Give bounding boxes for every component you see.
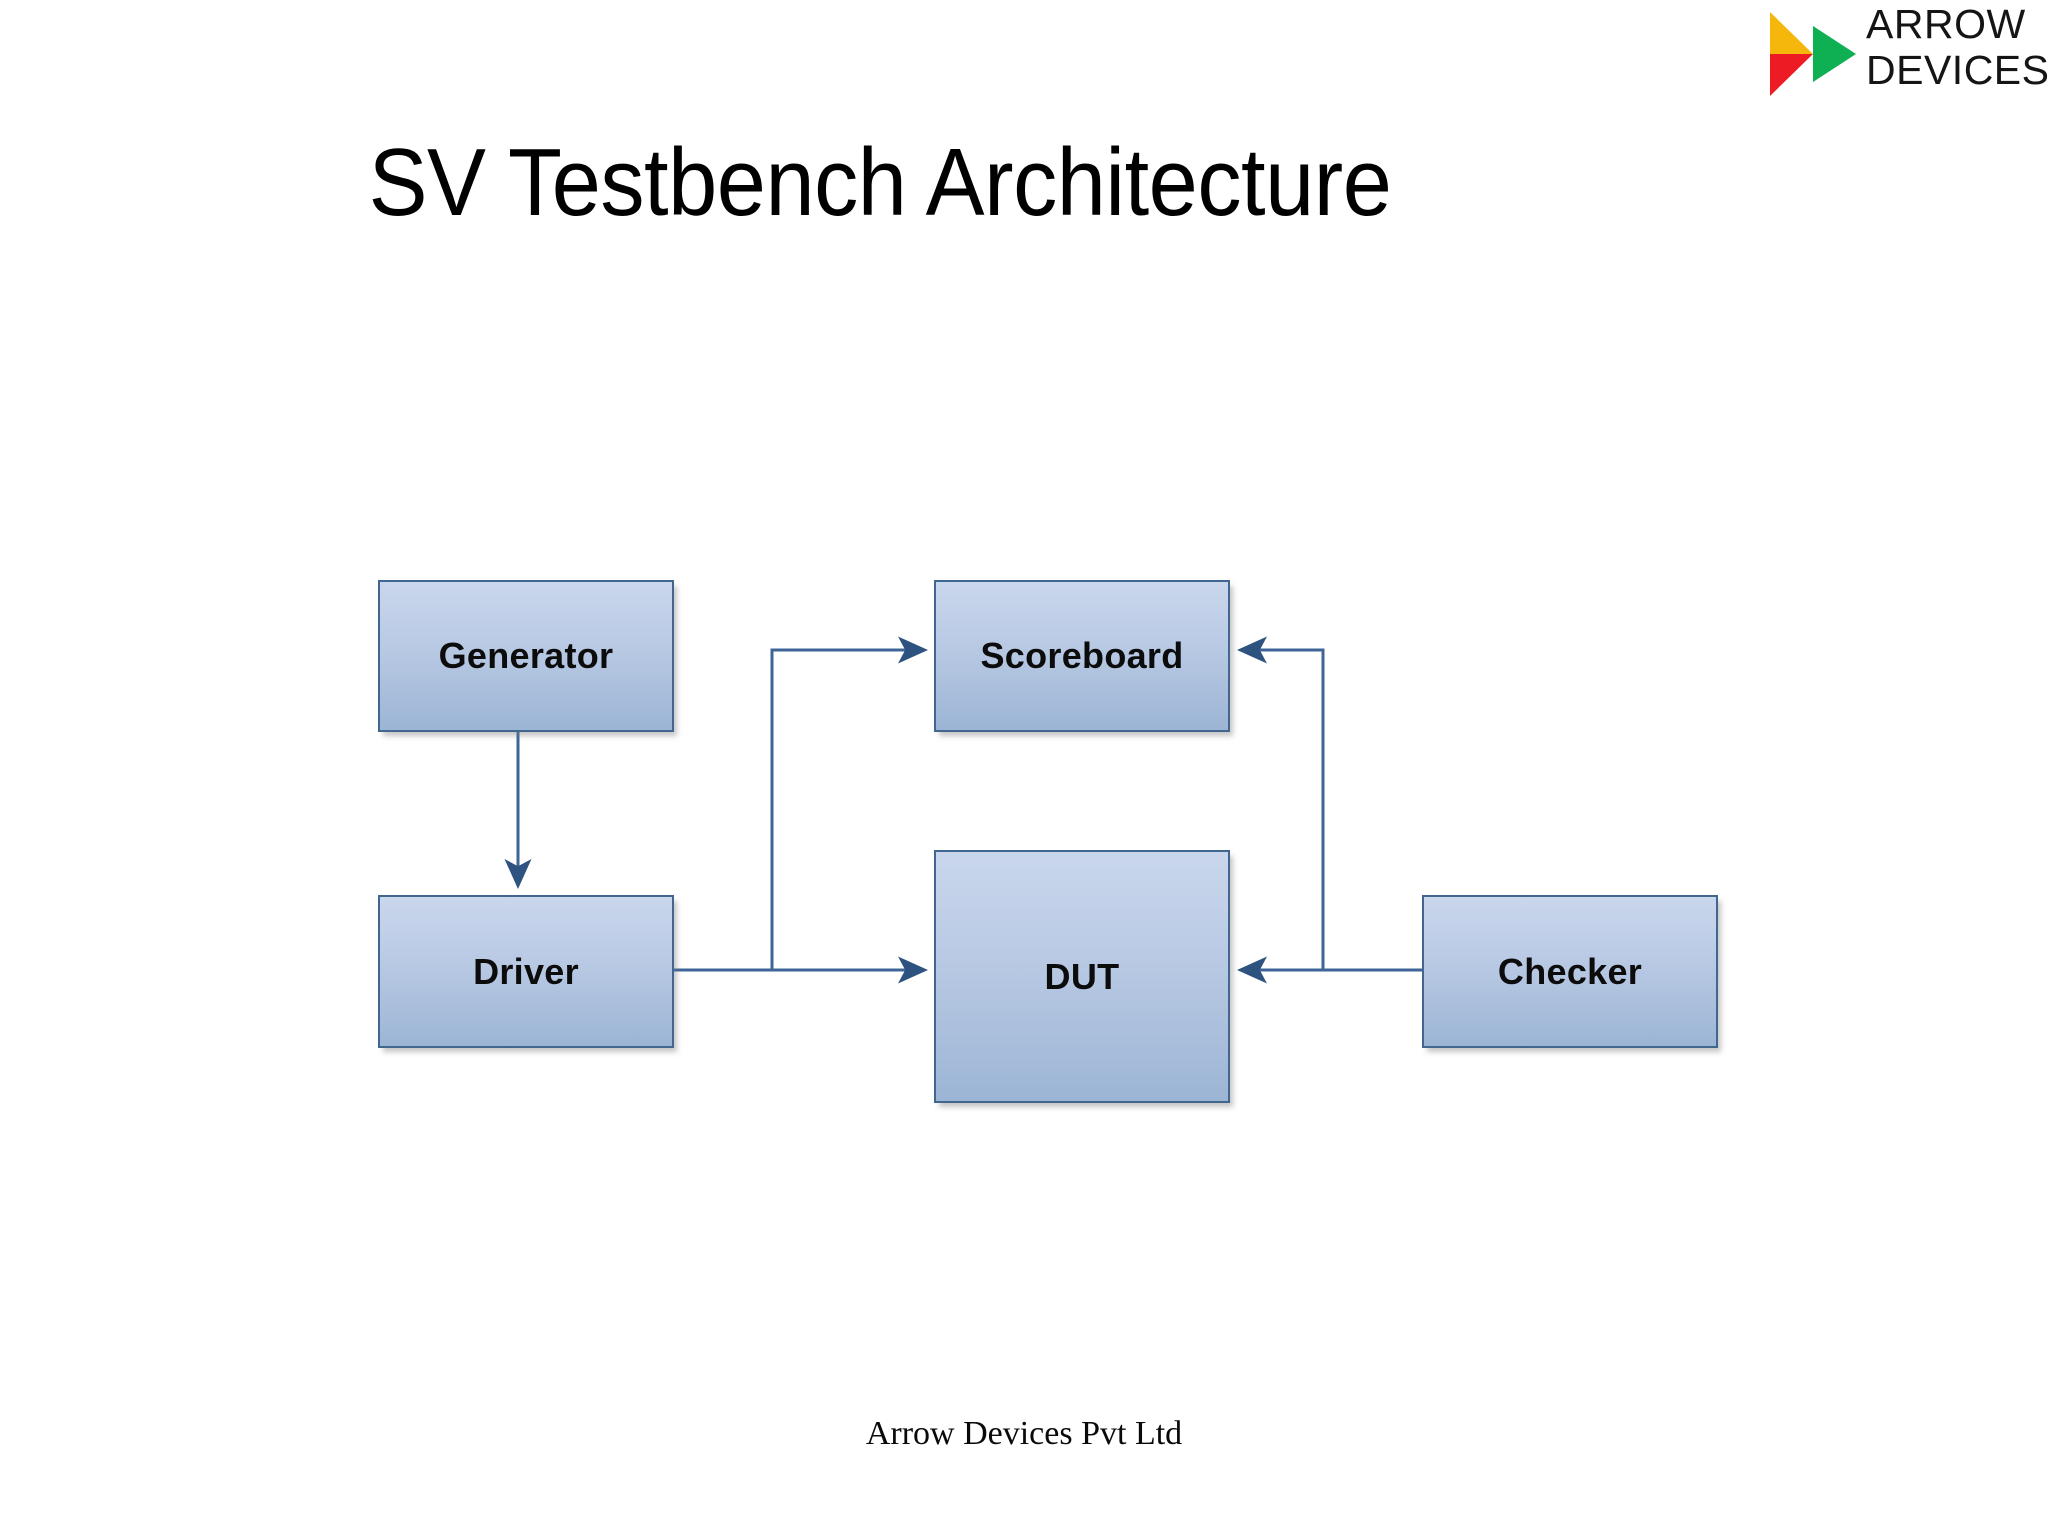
logo-line-devices: DEVICES <box>1866 47 2048 93</box>
diagram-node-dut[interactable]: DUT <box>934 850 1230 1103</box>
slide-footer: Arrow Devices Pvt Ltd <box>865 1415 1183 1452</box>
logo-triangle-green-icon <box>1813 26 1856 82</box>
arrow-logo-wordmark: ARROW DEVICES <box>1866 1 2048 100</box>
diagram-node-generator[interactable]: Generator <box>378 580 674 732</box>
diagram-node-scoreboard[interactable]: Scoreboard <box>934 580 1230 732</box>
page-title: SV Testbench Architecture <box>368 129 1392 236</box>
diagram-node-driver-label: Driver <box>473 950 579 992</box>
arrow-devices-logo: ARROW DEVICES <box>1768 4 2048 102</box>
diagram-node-scoreboard-label: Scoreboard <box>980 635 1184 676</box>
logo-line-arrow: ARROW <box>1866 1 2026 47</box>
connector-driver-to-scoreboard <box>770 636 928 970</box>
diagram-node-generator-label: Generator <box>438 635 614 676</box>
arrow-logo-mark-icon <box>1768 10 1858 98</box>
diagram-node-driver[interactable]: Driver <box>378 895 674 1048</box>
diagram-node-checker[interactable]: Checker <box>1422 895 1718 1048</box>
diagram-node-dut-label: DUT <box>1044 955 1120 997</box>
connector-checker-to-scoreboard <box>1237 636 1325 970</box>
logo-triangle-yellow-icon <box>1770 12 1813 54</box>
logo-triangle-red-icon <box>1770 54 1813 96</box>
diagram-node-checker-label: Checker <box>1497 950 1643 992</box>
